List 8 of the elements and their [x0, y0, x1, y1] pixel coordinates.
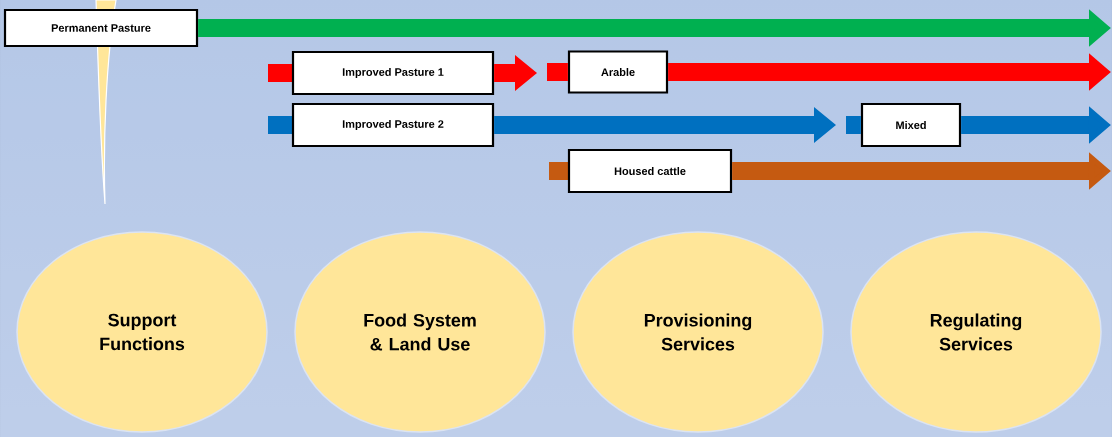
label-box: Mixed — [860, 102, 962, 148]
label-box: Improved Pasture 2 — [291, 102, 495, 148]
block-arrow — [494, 55, 568, 91]
label-box: Improved Pasture 1 — [291, 50, 495, 96]
label-box: Permanent Pasture — [3, 8, 199, 48]
label-box: Arable — [567, 50, 669, 94]
label-box: Housed cattle — [567, 148, 733, 194]
block-arrow — [494, 107, 861, 143]
